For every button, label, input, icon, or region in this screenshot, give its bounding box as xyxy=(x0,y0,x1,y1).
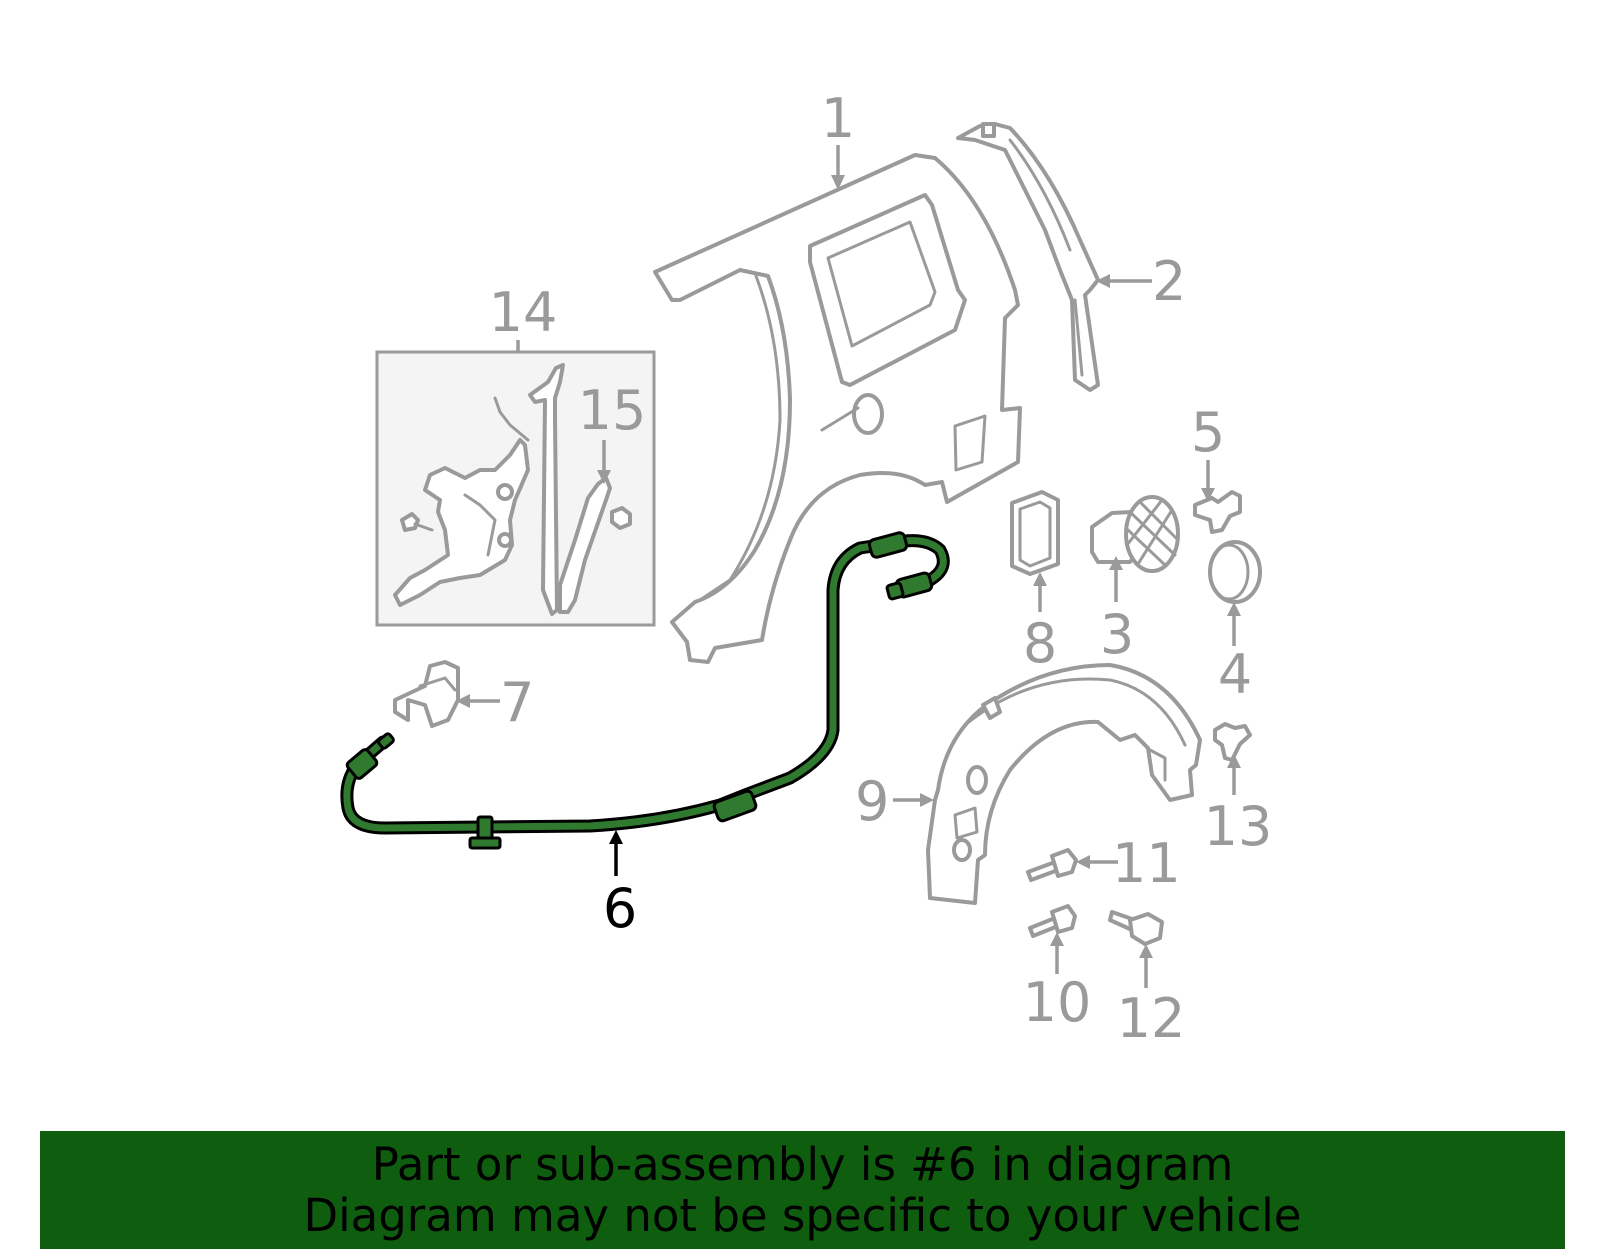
callout-14: 14 xyxy=(489,281,558,344)
part-1-quarter-panel[interactable] xyxy=(653,153,1022,664)
diagram-notice-banner: Part or sub-assembly is #6 in diagram Di… xyxy=(40,1131,1565,1249)
callout-11: 11 xyxy=(1112,832,1181,895)
callout-12: 12 xyxy=(1117,987,1186,1050)
leader-lines xyxy=(456,145,1241,988)
callout-6: 6 xyxy=(603,877,637,940)
part-7-bracket[interactable] xyxy=(393,660,460,728)
part-3-fuel-door[interactable] xyxy=(1090,495,1180,573)
callout-3: 3 xyxy=(1100,603,1134,666)
callout-4: 4 xyxy=(1218,643,1252,706)
callout-9: 9 xyxy=(855,770,889,833)
part-2-pillar-reinforcement[interactable] xyxy=(956,122,1100,392)
callout-7: 7 xyxy=(500,671,534,734)
callout-5: 5 xyxy=(1191,401,1225,464)
callout-1: 1 xyxy=(821,87,855,150)
callout-10: 10 xyxy=(1023,971,1092,1034)
part-4-cap[interactable] xyxy=(1208,540,1262,604)
part-5-clip[interactable] xyxy=(1193,490,1242,534)
part-11-bolt[interactable] xyxy=(1026,848,1078,882)
part-6-fuel-door-cable[interactable] xyxy=(340,531,950,850)
callout-15: 15 xyxy=(578,379,647,442)
notice-line-part: Part or sub-assembly is #6 in diagram xyxy=(371,1138,1234,1191)
part-14-hinge-assembly-box[interactable] xyxy=(375,350,656,627)
notice-line-disclaimer: Diagram may not be specific to your vehi… xyxy=(303,1189,1302,1242)
part-8-pad[interactable] xyxy=(1010,490,1060,576)
callout-2: 2 xyxy=(1152,250,1186,313)
part-10-bolt[interactable] xyxy=(1028,904,1077,938)
part-9-liner[interactable] xyxy=(926,663,1202,905)
part-13-clip[interactable] xyxy=(1213,722,1252,762)
part-12-bolt[interactable] xyxy=(1108,910,1164,946)
exploded-parts-diagram: 1 2 3 4 5 6 7 8 9 10 11 12 13 14 15 xyxy=(340,87,1273,1050)
callout-labels: 1 2 3 4 5 6 7 8 9 10 11 12 13 14 15 xyxy=(489,87,1273,1050)
callout-13: 13 xyxy=(1204,795,1273,858)
callout-8: 8 xyxy=(1023,612,1057,675)
